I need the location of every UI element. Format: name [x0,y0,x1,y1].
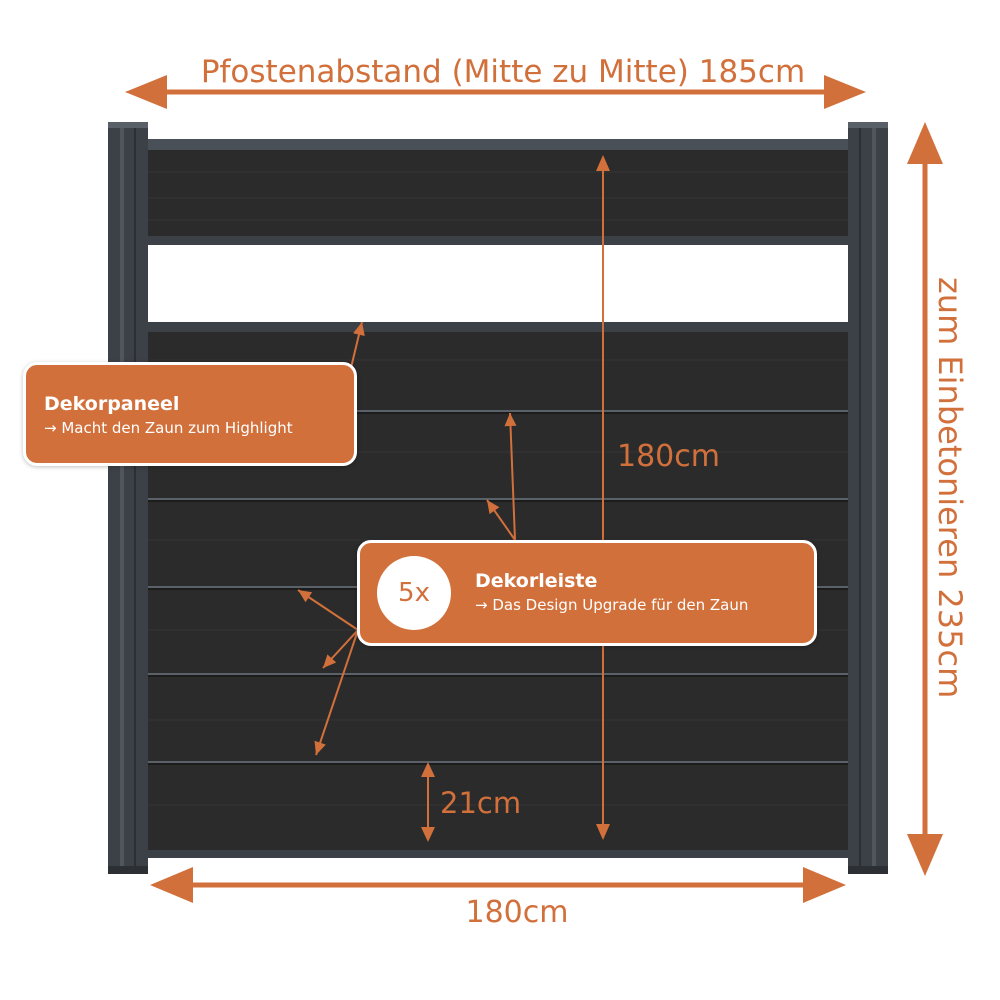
top-rail [147,139,849,150]
middle-rail [147,236,849,245]
total-height-label: zum Einbetonieren 235cm [931,277,969,699]
total-height-arrow-bottom-head [907,834,943,876]
panel-height-label: 180cm [617,439,720,474]
panel-width-label: 180cm [465,895,569,930]
panel-width-arrow-left-head [150,867,193,903]
left-post-cap [108,122,148,128]
decor-strip-pointer-5 [315,629,359,756]
decor-strip-pointer-2-head [487,500,500,515]
right-post-cap [848,122,888,128]
panel-width-arrow [150,867,846,903]
decor-panel-pointer-head [353,322,365,336]
decor-panel-title: Dekorpaneel [44,393,180,415]
right-post-edge [859,122,861,874]
decor-strip-pointer-4-head [323,654,337,668]
post-spacing-arrow-right-head [824,75,866,109]
right-post-foot [848,866,888,874]
left-post-foot [108,866,148,874]
fence-panel [147,139,849,858]
board-height-arrow [421,762,435,842]
quantity-badge: 5x [377,556,451,630]
board-height-arrow-bottom-head [421,827,435,842]
decor-panel-rail [147,322,849,332]
top-board [147,150,849,236]
left-post [108,122,148,874]
decor-strip-pointer-1 [509,412,516,541]
panel-height-arrow-bottom-head [596,824,610,840]
total-height-arrow-top-head [907,122,943,164]
left-post-edge [134,122,136,874]
callout-pointers [297,321,517,756]
total-height-arrow [907,122,943,876]
right-post [848,122,888,874]
left-post-body [108,122,148,874]
bottom-rail [147,850,849,858]
decor-strip-pointer-5-head [314,740,326,755]
decor-panel-callout: Dekorpaneel → Macht den Zaun zum Highlig… [23,362,357,466]
decor-strip-pointer-1-head [504,413,517,427]
decor-strip-subtitle: → Das Design Upgrade für den Zaun [475,596,749,614]
panel-height-arrow-top-head [596,155,610,171]
left-post-groove [120,122,124,874]
decor-strip-callout: 5x Dekorleiste → Das Design Upgrade für … [357,540,817,646]
panel-width-arrow-right-head [803,867,846,903]
right-post-groove [872,122,876,874]
decor-strip-pointer-3-head [298,590,313,603]
decor-panel-subtitle: → Macht den Zaun zum Highlight [44,419,293,437]
right-post-body [848,122,888,874]
post-spacing-arrow-left-head [125,75,167,109]
post-spacing-label: Pfostenabstand (Mitte zu Mitte) 185cm [200,54,806,90]
panel-height-arrow [596,155,610,840]
board-height-arrow-top-head [421,762,435,777]
decor-strip-title: Dekorleiste [475,570,598,592]
board-height-label: 21cm [440,786,522,820]
post-spacing-arrow [125,75,866,109]
